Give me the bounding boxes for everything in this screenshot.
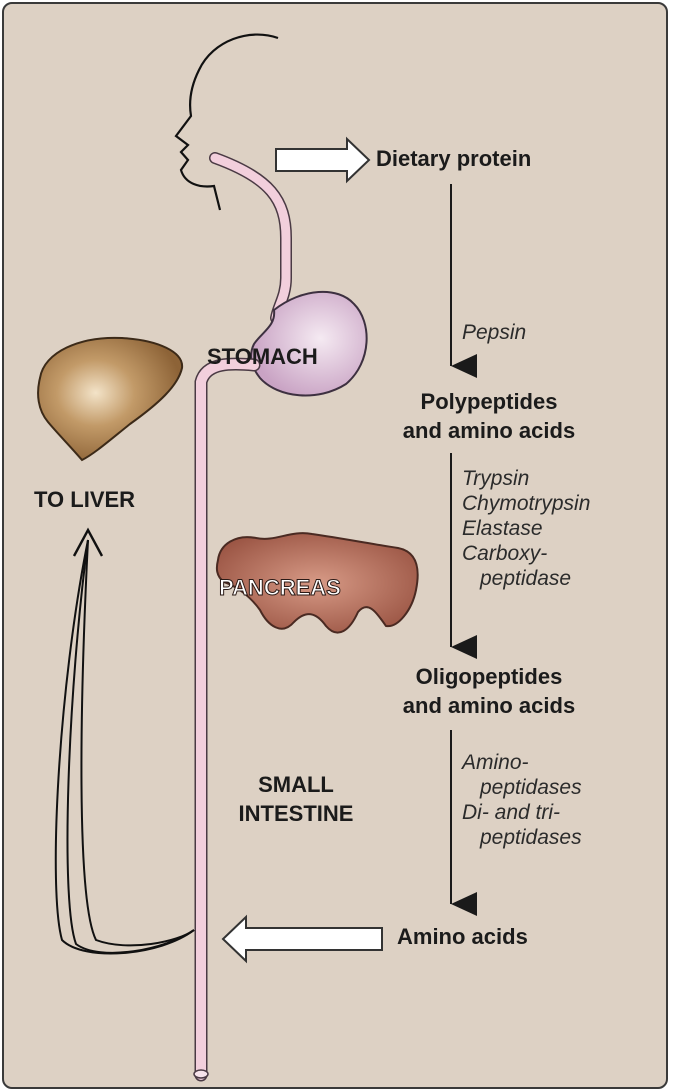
intestine-end <box>194 1070 208 1078</box>
absorption-hollow-arrow <box>223 917 382 961</box>
pepsin-label: Pepsin <box>462 320 526 345</box>
pancreatic-enzymes-list: Trypsin Chymotrypsin Elastase Carboxy- p… <box>462 466 590 591</box>
small-intestine-tube <box>201 364 254 1075</box>
dietary-protein-label: Dietary protein <box>376 144 531 173</box>
stomach-label: STOMACH <box>207 342 318 371</box>
to-liver-label: TO LIVER <box>34 485 135 514</box>
absorption-to-liver-curves <box>56 540 194 953</box>
intake-hollow-arrow <box>276 139 369 181</box>
liver-shape <box>38 338 182 460</box>
pancreas-label: PANCREAS <box>219 573 341 602</box>
polypeptides-label: Polypeptides and amino acids <box>403 387 575 445</box>
amino-acids-label: Amino acids <box>397 922 528 951</box>
oligopeptides-label: Oligopeptides and amino acids <box>403 662 575 720</box>
esophagus <box>215 158 286 318</box>
small-intestine-label: SMALL INTESTINE <box>239 770 354 828</box>
brush-border-enzymes-list: Amino- peptidases Di- and tri- peptidase… <box>462 750 582 850</box>
